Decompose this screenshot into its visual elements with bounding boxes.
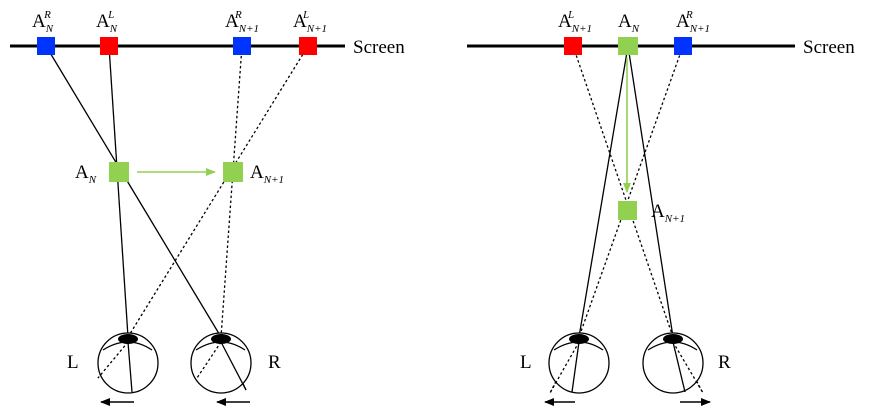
left-perceived-label-an: AN — [75, 162, 97, 186]
right-point-an1r — [674, 37, 692, 55]
right-label-an1r: AN+1R — [676, 9, 710, 35]
right-point-an — [618, 37, 638, 55]
left-screen-label: Screen — [353, 37, 405, 58]
right-label-an: AN — [618, 11, 640, 35]
left-perceived-label-an1: AN+1 — [250, 162, 284, 186]
right-screen-label: Screen — [803, 37, 855, 58]
left-point-anl — [100, 37, 118, 55]
left-label-an1r: AN+1R — [225, 9, 259, 35]
left-label-anl: ANL — [96, 9, 118, 35]
left-ray-an1r-to-right-eye — [220, 45, 243, 338]
left-ray-anl-to-left-eye — [108, 45, 129, 338]
left-point-anr — [37, 37, 55, 55]
right-panel-right-eye — [642, 332, 704, 394]
left-perceived-an — [109, 162, 129, 182]
right-ray-an1l-to-left-eye — [572, 45, 674, 338]
left-perceived-an1 — [223, 162, 243, 182]
left-panel-label-l: L — [67, 352, 79, 373]
right-eye-overlays — [571, 341, 686, 393]
right-perceived-an1 — [618, 201, 637, 220]
left-ray-anr-to-right-eye — [45, 45, 222, 338]
right-panel-label-r: R — [718, 352, 731, 373]
right-ray-an-to-left-eye — [578, 45, 629, 338]
left-eye-dotted-overlays — [97, 341, 222, 379]
right-panel: Screen AN+1L AN AN+1R — [467, 9, 855, 406]
left-point-an1l — [299, 37, 317, 55]
left-dotted-lines — [97, 45, 309, 379]
left-panel-label-r: R — [268, 352, 281, 373]
right-panel-label-l: L — [520, 352, 532, 373]
left-panel-right-eye — [190, 332, 252, 394]
left-label-an1l: AN+1L — [293, 9, 327, 35]
right-ray-an-to-right-eye — [627, 45, 674, 338]
left-eye-overlays — [127, 341, 247, 393]
left-panel: Screen ANR ANL AN+1R — [10, 9, 405, 406]
right-perceived-label-an1: AN+1 — [651, 201, 685, 225]
left-ray-an1l-to-left-eye — [127, 45, 309, 338]
right-point-an1l — [564, 37, 582, 55]
left-label-anr: ANR — [32, 9, 54, 35]
right-panel-left-eye — [548, 332, 610, 394]
left-point-an1r — [233, 37, 251, 55]
right-ray-an1r-to-right-eye — [578, 45, 684, 338]
right-label-an1l: AN+1L — [558, 9, 592, 35]
